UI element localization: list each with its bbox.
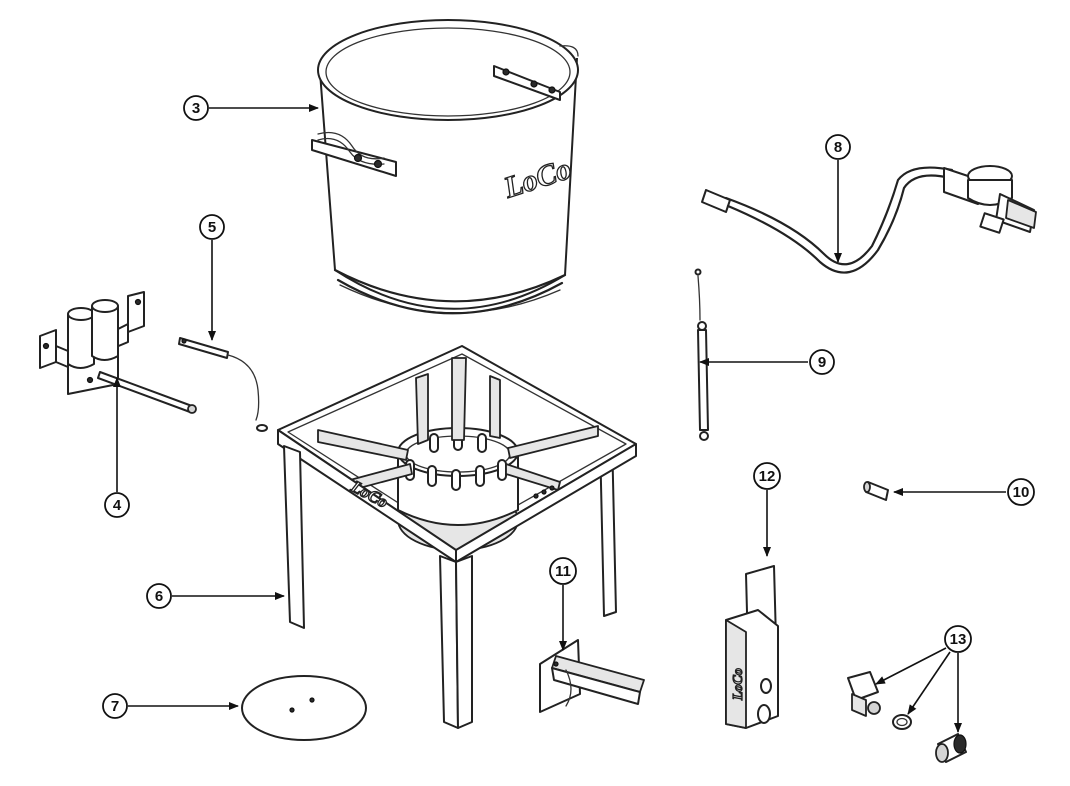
igniter-wire: [694, 268, 709, 441]
callout-12-label: 12: [759, 468, 776, 485]
callout-8-label: 8: [834, 139, 842, 156]
callout-3: 3: [183, 95, 209, 121]
callout-4: 4: [104, 492, 130, 518]
heat-shield-bracket: [539, 639, 645, 713]
burner-bracket-assembly: [39, 291, 197, 414]
gas-hose-regulator: [701, 165, 1037, 274]
callout-10-label: 10: [1013, 484, 1030, 501]
leader-lines: [113, 104, 1006, 733]
base-plate: [241, 675, 367, 741]
callout-7-label: 7: [111, 698, 119, 715]
control-bracket: LoCo: [725, 565, 779, 729]
callout-4-label: 4: [113, 497, 122, 514]
callout-3-label: 3: [192, 100, 200, 117]
callout-6-label: 6: [155, 588, 163, 605]
callout-9: 9: [809, 349, 835, 375]
stock-pot: LoCo: [311, 19, 579, 315]
valve-and-fittings: [847, 671, 967, 763]
leader-13b: [907, 651, 951, 715]
callout-12: 12: [753, 462, 781, 490]
bracket-brand-text: LoCo: [731, 668, 746, 701]
callout-11: 11: [549, 557, 577, 585]
callout-6: 6: [146, 583, 172, 609]
callout-10: 10: [1007, 478, 1035, 506]
callout-9-label: 9: [818, 354, 826, 371]
bracket-logo: LoCo: [730, 667, 746, 701]
callout-5-label: 5: [208, 219, 216, 236]
leader-13a: [875, 647, 947, 685]
burner-stand: LoCo: [277, 345, 637, 729]
thermocouple-probe: [178, 337, 268, 432]
callout-7: 7: [102, 693, 128, 719]
callout-13-label: 13: [950, 631, 967, 648]
small-pin: [863, 481, 889, 501]
callout-5: 5: [199, 214, 225, 240]
callout-11-label: 11: [555, 563, 571, 580]
callout-13: 13: [944, 625, 972, 653]
callout-8: 8: [825, 134, 851, 160]
